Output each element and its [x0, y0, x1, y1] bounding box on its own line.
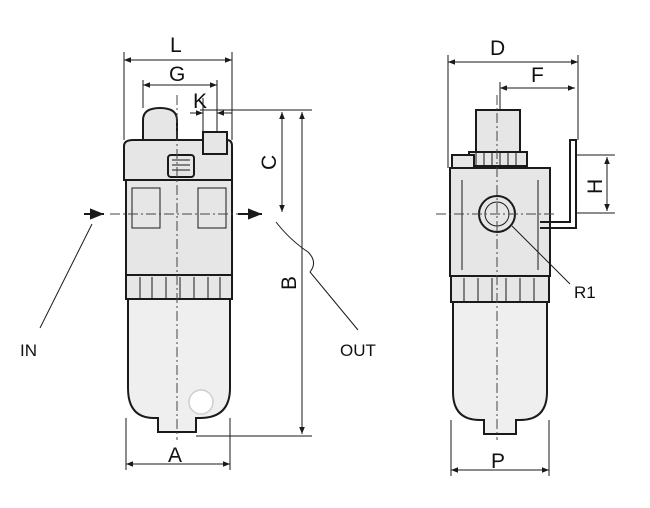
label-A: A	[168, 444, 182, 467]
front-bowl-collar	[125, 274, 233, 300]
label-OUT: OUT	[340, 341, 376, 360]
side-knurled-cap	[468, 151, 528, 167]
label-C: C	[258, 155, 281, 170]
front-bowl	[127, 298, 231, 433]
side-bowl-collar	[450, 275, 550, 303]
side-bowl	[452, 301, 548, 435]
front-sight-dome	[167, 154, 195, 178]
label-D: D	[490, 37, 505, 60]
label-K: K	[193, 90, 207, 113]
side-view	[436, 95, 577, 440]
label-G: G	[169, 63, 185, 86]
side-left-knob	[451, 154, 475, 169]
side-dimensions	[447, 55, 615, 476]
label-F: F	[531, 64, 544, 87]
label-R1: R1	[574, 283, 596, 302]
label-B: B	[278, 276, 301, 290]
front-side-boss	[202, 131, 228, 155]
label-P: P	[491, 450, 505, 473]
front-top-cap	[142, 106, 178, 141]
label-H: H	[584, 179, 607, 194]
front-dimensions	[39, 52, 359, 470]
drain-marker	[188, 389, 214, 415]
mounting-bracket	[540, 139, 577, 229]
label-IN: IN	[20, 341, 37, 360]
label-L: L	[170, 34, 182, 57]
front-view	[84, 95, 262, 440]
